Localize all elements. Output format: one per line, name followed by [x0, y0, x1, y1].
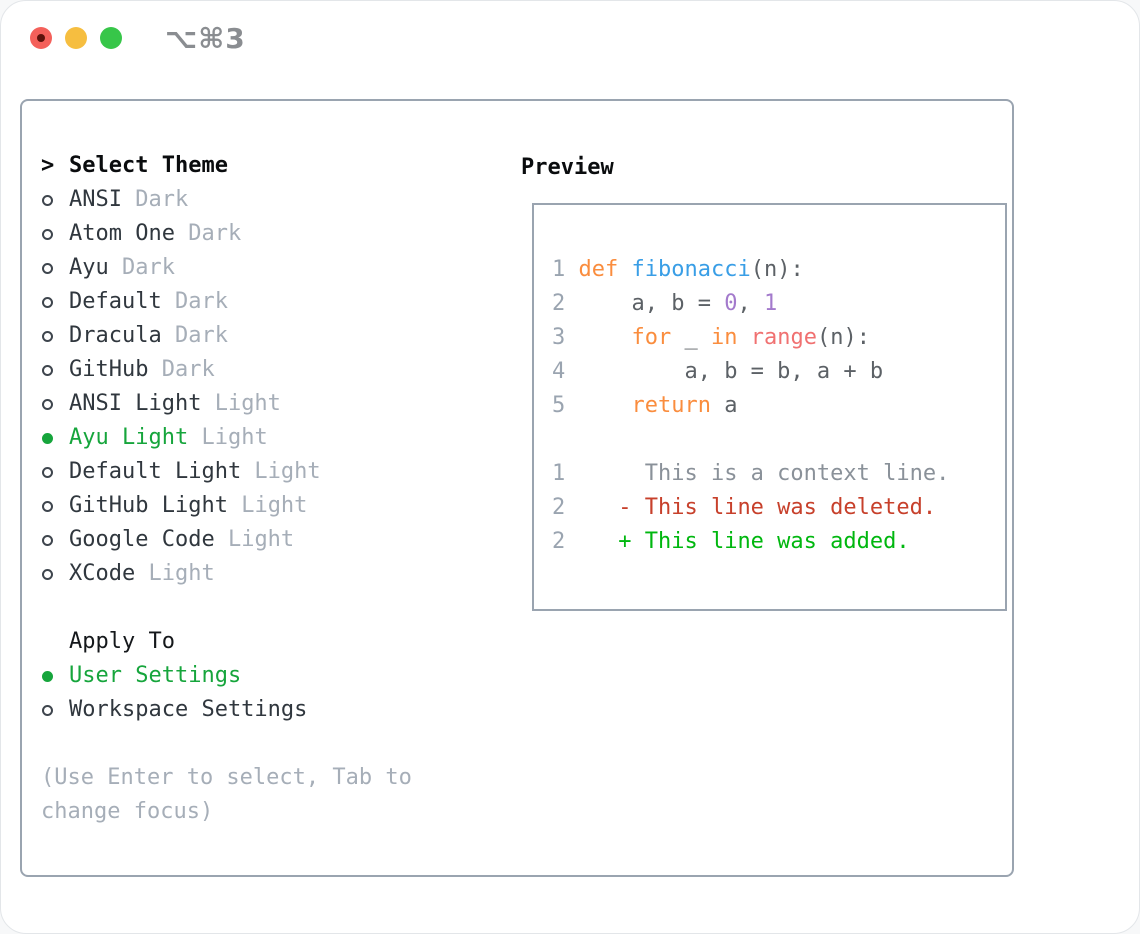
theme-option-variant: Dark — [161, 323, 228, 348]
theme-option-name: ANSI — [69, 187, 122, 212]
radio-icon — [41, 670, 69, 682]
close-button[interactable] — [30, 27, 52, 49]
radio-icon — [41, 364, 69, 376]
radio-circle-icon — [42, 534, 53, 546]
preview-code: 1 def fibonacci(n): 2 a, b = 0, 1 3 for … — [552, 257, 950, 554]
radio-icon — [41, 330, 69, 342]
radio-circle-icon — [42, 568, 53, 580]
theme-option[interactable]: Atom One Dark — [41, 217, 486, 251]
theme-option-name: Atom One — [69, 221, 175, 246]
radio-circle-icon — [42, 432, 53, 444]
radio-circle-icon — [42, 500, 53, 512]
theme-option[interactable]: Ayu Light Light — [41, 421, 486, 455]
theme-option-variant: Light — [241, 459, 321, 484]
apply-to-option-label: User Settings — [69, 663, 242, 688]
theme-option[interactable]: XCode Light — [41, 557, 486, 591]
theme-option[interactable]: Default Light Light — [41, 455, 486, 489]
radio-icon — [41, 398, 69, 410]
theme-option[interactable]: GitHub Dark — [41, 353, 486, 387]
theme-option[interactable]: Ayu Dark — [41, 251, 486, 285]
theme-option-name: Ayu — [69, 255, 109, 280]
apply-to-header: Apply To — [41, 625, 486, 659]
minimize-button[interactable] — [65, 27, 87, 49]
radio-circle-icon — [42, 670, 53, 682]
maximize-button[interactable] — [100, 27, 122, 49]
radio-icon — [41, 296, 69, 308]
theme-option[interactable]: ANSI Light Light — [41, 387, 486, 421]
theme-option[interactable]: GitHub Light Light — [41, 489, 486, 523]
radio-circle-icon — [42, 330, 53, 342]
theme-option-name: Default Light — [69, 459, 242, 484]
focus-caret-icon: > — [41, 153, 55, 178]
radio-circle-icon — [42, 704, 53, 716]
radio-icon — [41, 534, 69, 546]
theme-option-name: Dracula — [69, 323, 162, 348]
preview-heading: Preview — [521, 155, 614, 180]
theme-option-variant: Light — [135, 561, 215, 586]
theme-option-name: Default — [69, 289, 162, 314]
titlebar: ⌥⌘3 — [1, 1, 1139, 75]
radio-circle-icon — [42, 398, 53, 410]
radio-circle-icon — [42, 262, 53, 274]
apply-to-option[interactable]: Workspace Settings — [41, 693, 486, 727]
theme-option-name: GitHub — [69, 357, 149, 382]
spacer — [41, 591, 486, 625]
theme-list-header-label: Select Theme — [69, 153, 228, 178]
apply-to-header-label: Apply To — [69, 629, 175, 654]
radio-icon — [41, 704, 69, 716]
theme-option-name: GitHub Light — [69, 493, 228, 518]
radio-circle-icon — [42, 194, 53, 206]
radio-icon — [41, 568, 69, 580]
theme-option[interactable]: Google Code Light — [41, 523, 486, 557]
preview-box: 1 def fibonacci(n): 2 a, b = 0, 1 3 for … — [532, 203, 1007, 611]
theme-option-name: Google Code — [69, 527, 215, 552]
theme-option-variant: Dark — [121, 187, 189, 212]
close-dot-icon — [37, 34, 45, 42]
radio-icon — [41, 262, 69, 274]
theme-option-variant: Light — [188, 425, 268, 450]
theme-option-variant: Light — [227, 493, 308, 518]
apply-to-option[interactable]: User Settings — [41, 659, 486, 693]
theme-option[interactable]: Default Dark — [41, 285, 486, 319]
theme-option-variant: Dark — [174, 221, 242, 246]
radio-circle-icon — [42, 228, 53, 240]
preview-section: Preview 1 def fibonacci(n): 2 a, b = 0, … — [502, 151, 1007, 611]
hint-text: (Use Enter to select, Tab to change focu… — [41, 765, 412, 824]
radio-icon — [41, 432, 69, 444]
radio-circle-icon — [42, 364, 53, 376]
theme-option-variant: Dark — [148, 357, 215, 382]
theme-option-variant: Dark — [161, 289, 228, 314]
radio-circle-icon — [42, 466, 53, 478]
theme-option-variant: Light — [214, 527, 295, 552]
theme-option-name: XCode — [69, 561, 136, 586]
theme-option[interactable]: Dracula Dark — [41, 319, 486, 353]
theme-option[interactable]: ANSI Dark — [41, 183, 486, 217]
theme-option-variant: Dark — [108, 255, 175, 280]
radio-icon — [41, 500, 69, 512]
theme-option-variant: Light — [201, 391, 281, 416]
radio-circle-icon — [42, 296, 53, 308]
radio-icon — [41, 466, 69, 478]
theme-option-name: Ayu Light — [69, 425, 189, 450]
window-title: ⌥⌘3 — [165, 22, 246, 55]
radio-icon — [41, 228, 69, 240]
spacer — [41, 727, 486, 761]
theme-list-header: > Select Theme — [41, 149, 486, 183]
radio-icon — [41, 194, 69, 206]
theme-option-name: ANSI Light — [69, 391, 202, 416]
apply-to-option-label: Workspace Settings — [69, 697, 308, 722]
